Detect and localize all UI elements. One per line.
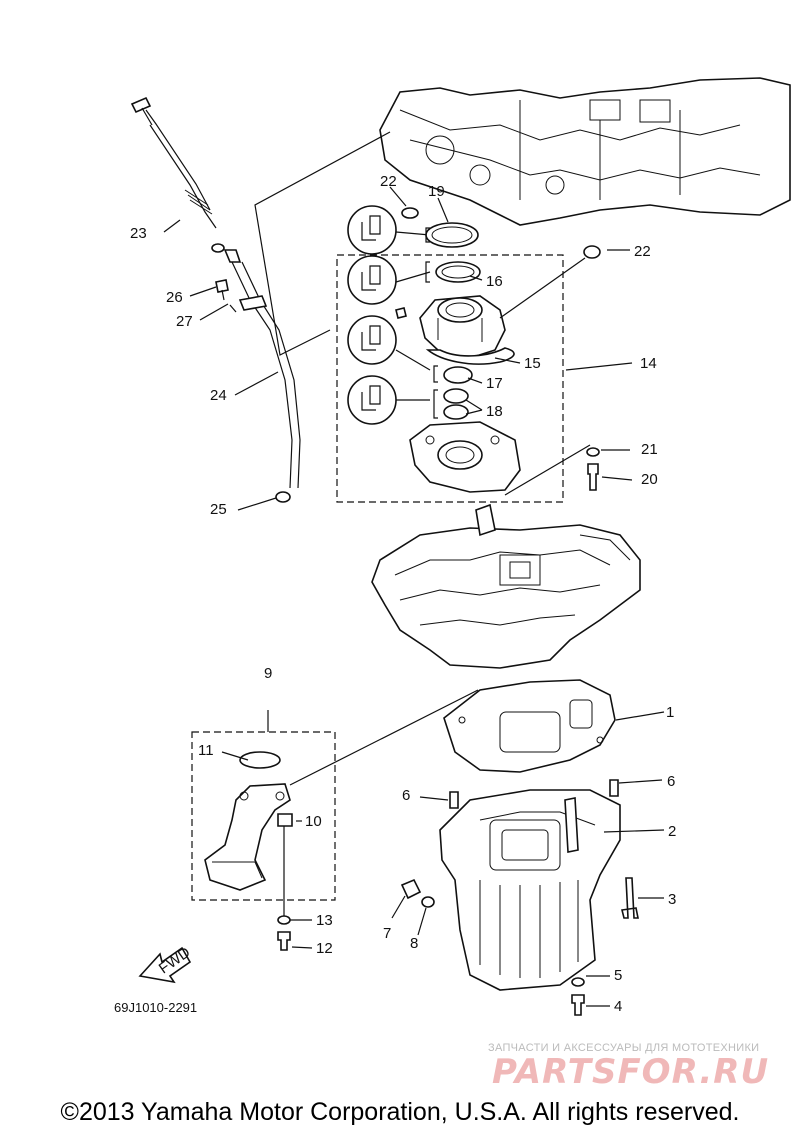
callout-22-right: 22 [634, 243, 651, 260]
callout-23: 23 [130, 225, 147, 242]
lower-housing [409, 421, 521, 493]
gasket-15 [425, 347, 515, 365]
callout-3: 3 [668, 891, 676, 908]
assembly-box-9 [191, 731, 336, 901]
engine-block [379, 77, 791, 226]
oil-strainer [204, 751, 291, 891]
callout-11: 11 [198, 742, 214, 759]
callout-14: 14 [640, 355, 657, 372]
callout-10: 10 [305, 813, 322, 830]
callout-20: 20 [641, 471, 658, 488]
seal-16 [435, 261, 481, 283]
callout-6-right: 6 [667, 773, 675, 790]
oil-pan [439, 789, 621, 991]
callout-9: 9 [264, 665, 272, 682]
seal-18b [443, 404, 469, 420]
seal-18a [443, 388, 469, 404]
callout-15: 15 [524, 355, 541, 372]
seal-17 [443, 366, 473, 384]
gasket-1 [443, 679, 616, 773]
callout-5: 5 [614, 967, 622, 984]
callout-26: 26 [166, 289, 183, 306]
oil-guide-tube [223, 249, 301, 503]
callout-12: 12 [316, 940, 333, 957]
callout-27: 27 [176, 313, 193, 330]
callout-17: 17 [486, 375, 503, 392]
seal-detail-icons [347, 205, 431, 425]
callout-6-left: 6 [402, 787, 410, 804]
callout-4: 4 [614, 998, 622, 1015]
callout-25: 25 [210, 501, 227, 518]
callout-22-left: 22 [380, 173, 397, 190]
fwd-arrow-icon [138, 946, 192, 984]
callout-7: 7 [383, 925, 391, 942]
watermark-brand: PARTSFOR.RU [492, 1052, 770, 1092]
exhaust-guide [371, 503, 641, 669]
oil-seal-housing [419, 295, 506, 359]
copyright-notice: ©2013 Yamaha Motor Corporation, U.S.A. A… [60, 1098, 740, 1126]
callout-21: 21 [641, 441, 658, 458]
watermark-tagline: ЗАПЧАСТИ И АКСЕССУАРЫ ДЛЯ МОТОТЕХНИКИ [488, 1042, 760, 1054]
callout-8: 8 [410, 935, 418, 952]
callout-13: 13 [316, 912, 333, 929]
callout-18: 18 [486, 403, 503, 420]
callout-16: 16 [486, 273, 503, 290]
dipstick [130, 96, 225, 253]
callout-24: 24 [210, 387, 227, 404]
callout-1: 1 [666, 704, 674, 721]
diagram-code: 69J1010-2291 [114, 1000, 198, 1015]
callout-19: 19 [428, 183, 445, 200]
assembly-box-14 [336, 254, 564, 503]
callout-2: 2 [668, 823, 676, 840]
